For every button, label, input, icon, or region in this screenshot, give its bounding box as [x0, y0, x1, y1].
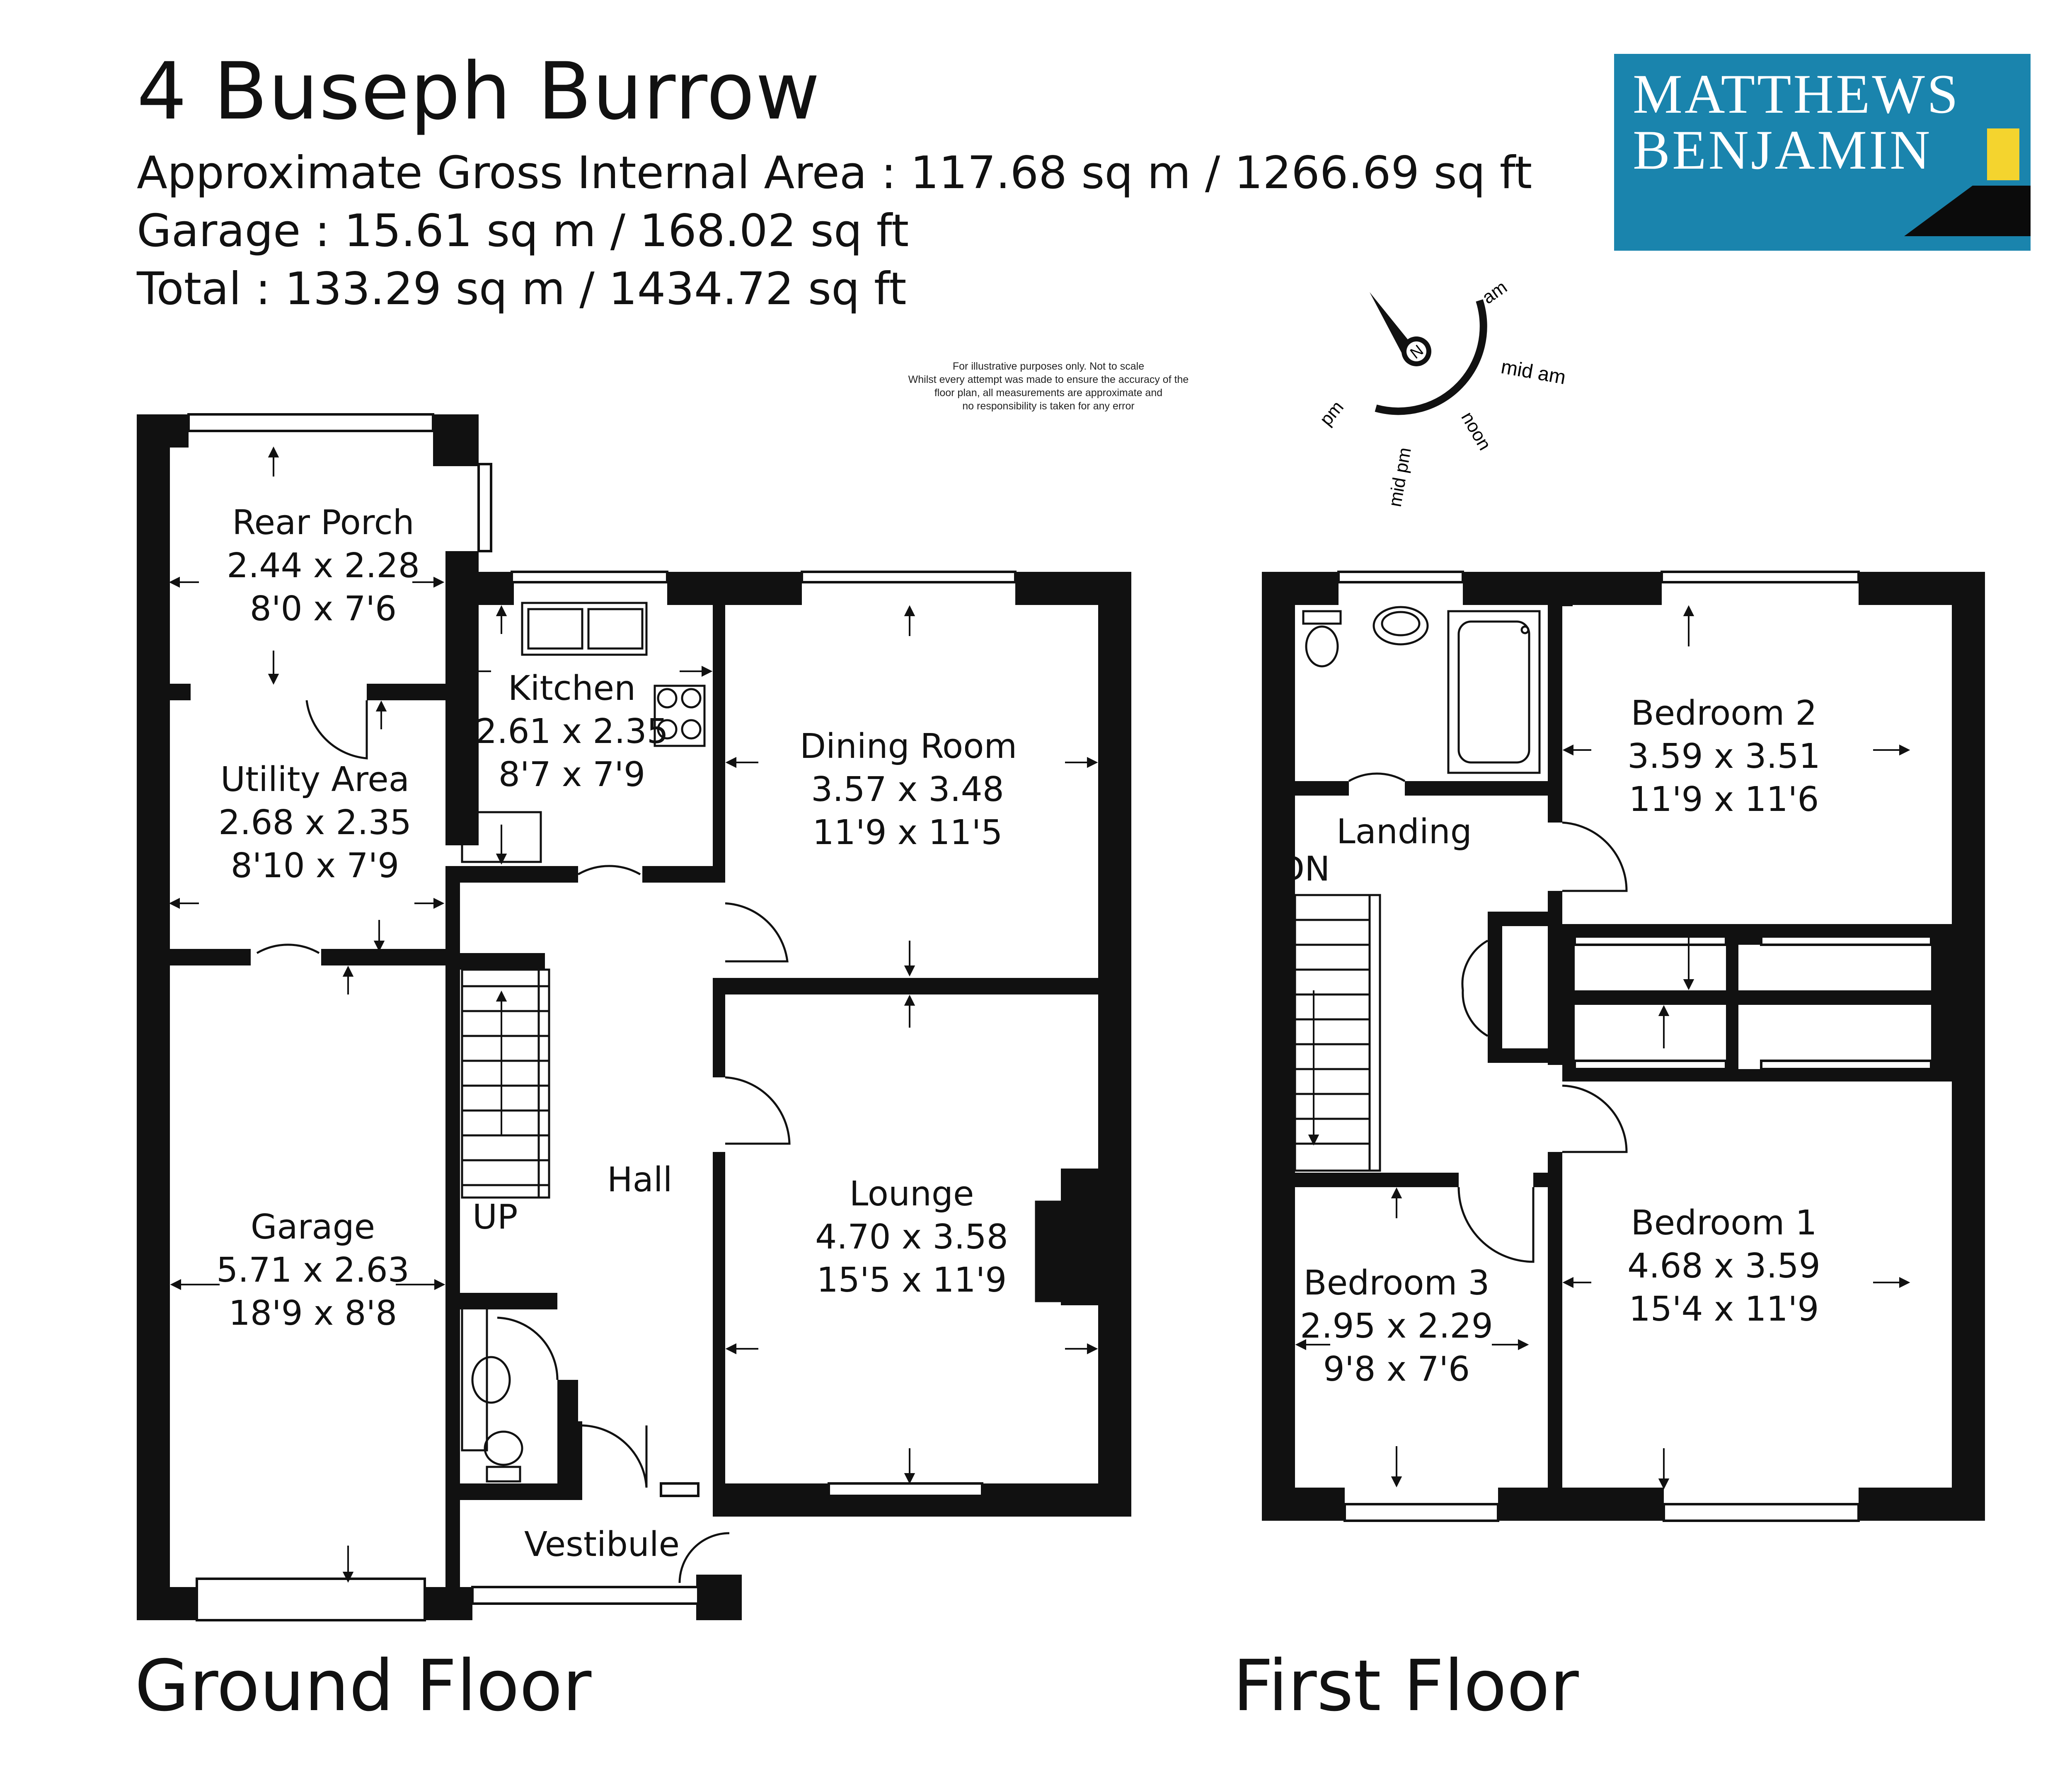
total-area-text: Total : 133.29 sq m / 1434.72 sq ft [137, 263, 907, 315]
room-bedroom-3: Bedroom 3 2.95 x 2.29 9'8 x 7'6 [1300, 1263, 1493, 1389]
ground-floor-fixtures [461, 602, 1062, 1483]
room-vestibule: Vestibule [524, 1525, 680, 1564]
disclaimer: For illustrative purposes only. Not to s… [908, 361, 1189, 412]
stairs-down-label: DN [1278, 849, 1330, 889]
ground-floor-caption: Ground Floor [135, 1645, 592, 1727]
first-floor-fixtures [1302, 606, 1541, 774]
svg-text:mid pm: mid pm [1385, 446, 1415, 508]
room-rear-porch: Rear Porch 2.44 x 2.28 8'0 x 7'6 [227, 503, 420, 629]
first-floor-stairs [1294, 894, 1381, 1172]
first-floor-doors [1348, 772, 1628, 1263]
property-title: 4 Buseph Burrow [137, 46, 821, 137]
first-floor-walls [1262, 572, 1985, 1521]
first-floor-caption: First Floor [1233, 1645, 1579, 1727]
ground-floor-walls [137, 414, 1131, 1620]
room-kitchen: Kitchen 2.61 x 2.35 8'7 x 7'9 [475, 669, 668, 794]
logo-word-matthews: MATTHEWS [1633, 63, 1960, 125]
svg-text:pm: pm [1316, 397, 1348, 429]
svg-text:noon: noon [1457, 409, 1495, 454]
stairs-up-label: UP [472, 1198, 518, 1237]
room-lounge: Lounge 4.70 x 3.58 15'5 x 11'9 [815, 1174, 1008, 1300]
dimension-arrows [169, 446, 1098, 1583]
logo-accent-bar [1987, 128, 2019, 180]
room-utility-area: Utility Area 2.68 x 2.35 8'10 x 7'9 [218, 760, 411, 886]
room-landing: Landing [1336, 812, 1472, 852]
svg-text:mid am: mid am [1499, 356, 1567, 389]
logo-shadow-shape [1904, 186, 2031, 236]
agency-logo: MATTHEWS BENJAMIN [1614, 54, 2031, 251]
compass: N am mid am noon mid pm pm [1316, 277, 1567, 508]
first-floor-windows [1337, 571, 1932, 1522]
room-bedroom-1: Bedroom 1 4.68 x 3.59 15'4 x 11'9 [1627, 1203, 1820, 1329]
ground-floor-doors [256, 463, 791, 1583]
room-garage: Garage 5.71 x 2.63 18'9 x 8'8 [216, 1207, 409, 1333]
gross-area-text: Approximate Gross Internal Area : 117.68… [137, 147, 1532, 199]
ground-floor-stairs [461, 968, 550, 1199]
room-bedroom-2: Bedroom 2 3.59 x 3.51 11'9 x 11'6 [1627, 694, 1820, 819]
garage-area-text: Garage : 15.61 sq m / 168.02 sq ft [137, 205, 909, 257]
logo-word-benjamin: BENJAMIN [1633, 119, 1932, 181]
room-hall: Hall [607, 1160, 673, 1200]
ground-floor-windows [187, 413, 1017, 1621]
dimension-arrows-first [496, 605, 1910, 1490]
room-dining-room: Dining Room 3.57 x 3.48 11'9 x 11'5 [800, 727, 1017, 852]
